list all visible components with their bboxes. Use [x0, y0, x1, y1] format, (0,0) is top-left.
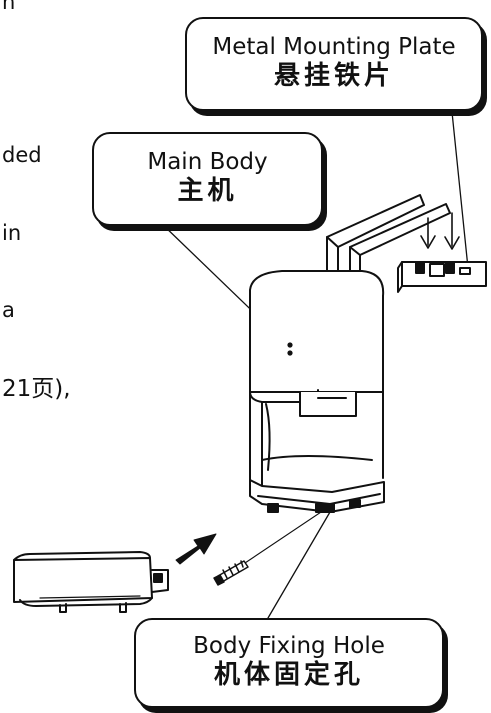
fixing-hole-label-en: Body Fixing Hole	[193, 632, 385, 659]
metal-mounting-plate	[397, 261, 487, 293]
callout-metal-mounting-plate: Metal Mounting Plate 悬挂铁片	[185, 17, 483, 111]
callout-main-body: Main Body 主机	[92, 132, 323, 226]
fixing-hole-label-zh: 机体固定孔	[213, 660, 364, 691]
leader-line-hole	[267, 511, 331, 619]
bracket-strips	[326, 194, 451, 289]
text-fragment-1: n	[2, 0, 16, 14]
direction-arrow	[175, 533, 217, 565]
main-body-label-en: Main Body	[147, 148, 268, 175]
leader-line-screw	[241, 507, 328, 566]
main-body-label-zh: 主机	[177, 176, 238, 207]
callout-body-fixing-hole: Body Fixing Hole 机体固定孔	[134, 618, 444, 708]
metal-plate-label-en: Metal Mounting Plate	[212, 33, 456, 60]
text-fragment-4: a	[2, 298, 15, 322]
metal-plate-label-zh: 悬挂铁片	[273, 61, 394, 92]
leader-line-plate	[451, 111, 469, 269]
plate-arrows	[420, 212, 460, 250]
text-fragment-2: ded	[2, 143, 42, 167]
screw	[213, 560, 249, 586]
main-body-drawing	[249, 270, 385, 513]
base-side-view	[13, 551, 169, 613]
text-fragment-3: in	[2, 221, 22, 245]
text-fragment-5: 21页),	[2, 376, 71, 402]
